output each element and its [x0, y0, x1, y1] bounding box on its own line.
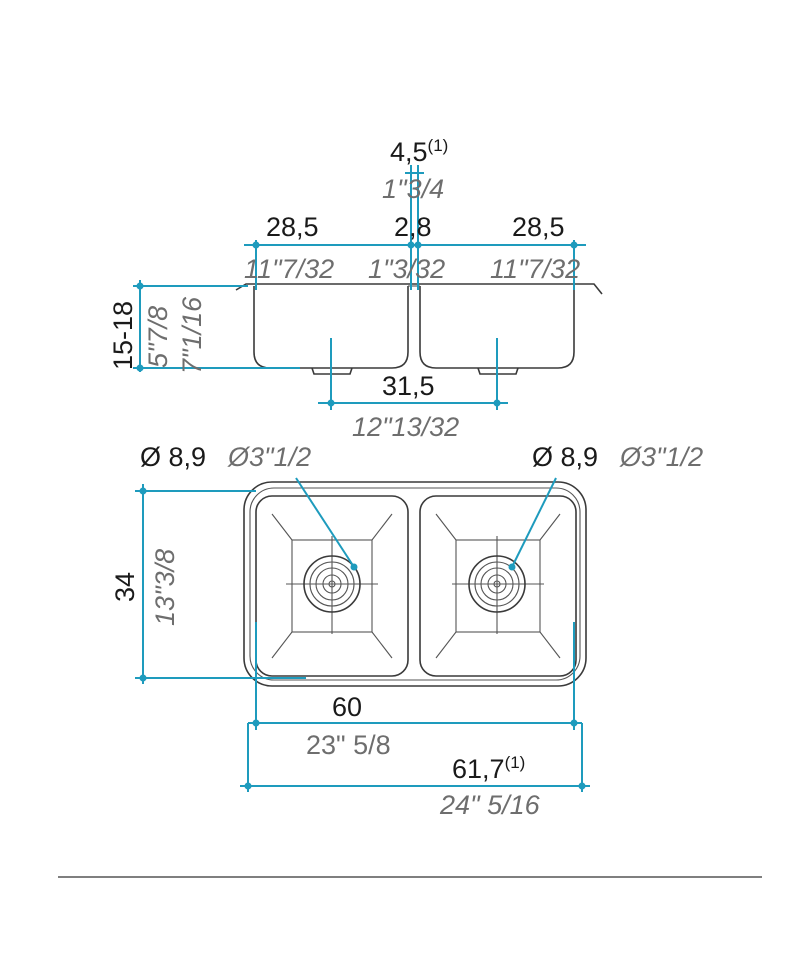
right-drain-icon [452, 536, 544, 634]
side-view-dimensions [133, 165, 586, 410]
divider-width-metric: 2,8 [394, 212, 432, 242]
height-metric: 34 [110, 572, 140, 602]
drain-spacing-imperial: 12"13/32 [352, 412, 459, 442]
overflow-gap-metric: 4,5(1) [390, 136, 448, 167]
left-drain-diameter-metric: Ø 8,9 [140, 442, 206, 472]
right-drain-diameter-imperial: Ø3"1/2 [619, 442, 703, 472]
overall-width-metric: 61,7(1) [452, 753, 525, 784]
depth-imperial-max: 7"1/16 [177, 296, 207, 374]
right-drain-diameter-metric: Ø 8,9 [532, 442, 598, 472]
inner-width-imperial: 23" 5/8 [306, 730, 391, 760]
depth-metric: 15-18 [108, 301, 138, 370]
overflow-gap-imperial: 1"3/4 [382, 174, 444, 204]
left-bowl-width-imperial: 11"7/32 [244, 254, 334, 284]
top-view [243, 481, 587, 687]
left-bowl-width-metric: 28,5 [266, 212, 319, 242]
top-view-dimensions [135, 477, 590, 792]
drain-spacing-metric: 31,5 [382, 371, 435, 401]
height-imperial: 13"3/8 [150, 549, 180, 626]
side-view [235, 283, 603, 375]
overall-width-imperial: 24" 5/16 [439, 790, 541, 820]
left-drain-diameter-imperial: Ø3"1/2 [227, 442, 311, 472]
left-drain-icon [286, 536, 378, 634]
depth-imperial-min: 5"7/8 [143, 306, 173, 368]
right-bowl-width-metric: 28,5 [512, 212, 565, 242]
right-bowl-width-imperial: 11"7/32 [490, 254, 580, 284]
inner-width-metric: 60 [332, 692, 362, 722]
divider-width-imperial: 1"3/32 [368, 254, 445, 284]
